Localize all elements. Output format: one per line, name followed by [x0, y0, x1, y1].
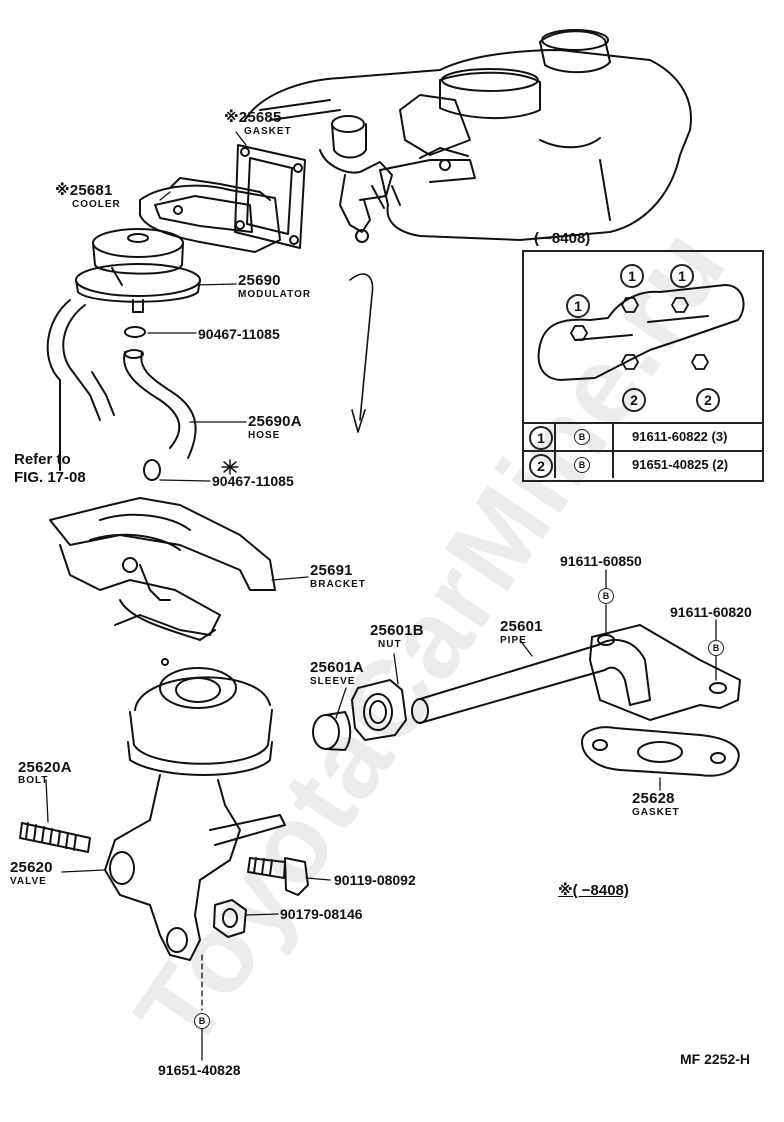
bolt-mark-b-icon: B [598, 588, 614, 604]
label-bolt-91651-40828: 91651-40828 [158, 1062, 241, 1078]
label-valve-number: 25620 [10, 859, 53, 876]
label-bolt-25620a-number: 25620A [18, 759, 72, 776]
label-gasket-25628-name: GASKET [632, 807, 680, 818]
label-gasket-25685-number: ※25685 [224, 109, 282, 126]
label-bolt-91611-60820: 91611-60820 [670, 604, 752, 620]
label-pipe-name: PIPE [500, 635, 527, 646]
label-clamp-90467-upper: 90467-11085 [198, 326, 280, 342]
label-nut-25601b-number: 25601B [370, 622, 424, 639]
engine-manifold-drawing [244, 29, 692, 241]
label-hose-number: 25690A [248, 413, 302, 430]
cooler-25681-drawing [139, 177, 281, 253]
label-clamp-90467-lower: 90467-11085 [212, 473, 294, 489]
upper-valve-assembly-drawing [319, 115, 476, 243]
hoses-drawing [46, 299, 197, 481]
inset-callout-2-icon: 2 [622, 388, 646, 412]
legend-row-2: 2 B 91651-40825 (2) [524, 450, 762, 478]
label-cooler-number: ※25681 [55, 182, 113, 199]
label-bolt-91611-60850: 91611-60850 [560, 553, 642, 569]
label-gasket-25685-name: GASKET [244, 126, 292, 137]
inset-hex-bolts [570, 297, 709, 370]
inset-callout-1-icon: 1 [566, 294, 590, 318]
pipe-25601-drawing [411, 624, 741, 724]
label-nut-25601b-name: NUT [378, 639, 402, 650]
inset-callout-2-icon: 2 [696, 388, 720, 412]
legend-mark-b-icon: B [574, 457, 590, 473]
label-modulator-name: MODULATOR [238, 289, 312, 300]
inset-title: ( −8408) [534, 230, 591, 247]
label-modulator-number: 25690 [238, 272, 281, 289]
label-bracket-number: 25691 [310, 562, 353, 579]
label-refer-line1: Refer to [14, 451, 71, 468]
egr-valve-25620-drawing [104, 658, 286, 961]
bolt-mark-b-icon: B [708, 640, 724, 656]
nut-25601b-drawing [351, 679, 407, 741]
label-bolt-90119: 90119-08092 [334, 872, 416, 888]
modulator-25690-drawing [75, 228, 201, 313]
nut-90179-drawing [213, 899, 247, 938]
label-gasket-25628-number: 25628 [632, 790, 675, 807]
label-cooler-name: COOLER [72, 199, 121, 210]
sleeve-25601a-drawing [312, 711, 352, 751]
label-sleeve-number: 25601A [310, 659, 364, 676]
legend-num-2: 2 [529, 454, 553, 478]
inset-callout-1-icon: 1 [620, 264, 644, 288]
legend-part-2: 91651-40825 (2) [632, 457, 729, 472]
legend-part-1: 91611-60822 (3) [632, 429, 728, 444]
bolt-90119-drawing [247, 857, 309, 896]
bolt-25620a-drawing [19, 822, 91, 853]
note-range-label: ※( −8408) [558, 882, 629, 899]
legend-num-1: 1 [529, 426, 553, 450]
legend-row-1: 1 B 91611-60822 (3) [524, 422, 762, 450]
label-nut-90179: 90179-08146 [280, 906, 363, 922]
label-valve-name: VALVE [10, 876, 47, 887]
footer-figure-code: MF 2252-H [680, 1051, 751, 1067]
label-bolt-25620a-name: BOLT [18, 775, 49, 786]
inset-callout-1-icon: 1 [670, 264, 694, 288]
note-marks [221, 459, 239, 475]
flow-arrow-drawing [349, 273, 374, 433]
bracket-25691-drawing [49, 497, 276, 641]
label-hose-name: HOSE [248, 430, 281, 441]
label-sleeve-name: SLEEVE [310, 676, 356, 687]
label-refer-line2: FIG. 17-08 [14, 469, 86, 486]
leader-lines [45, 131, 717, 1061]
legend-mark-b-icon: B [574, 429, 590, 445]
label-bracket-name: BRACKET [310, 579, 366, 590]
gasket-25628-drawing [581, 726, 740, 777]
bolt-mark-b-icon: B [194, 1013, 210, 1029]
label-pipe-number: 25601 [500, 618, 543, 635]
inset-box: 1 1 1 2 2 1 B 91611-60822 (3) 2 B 91651-… [522, 250, 764, 482]
